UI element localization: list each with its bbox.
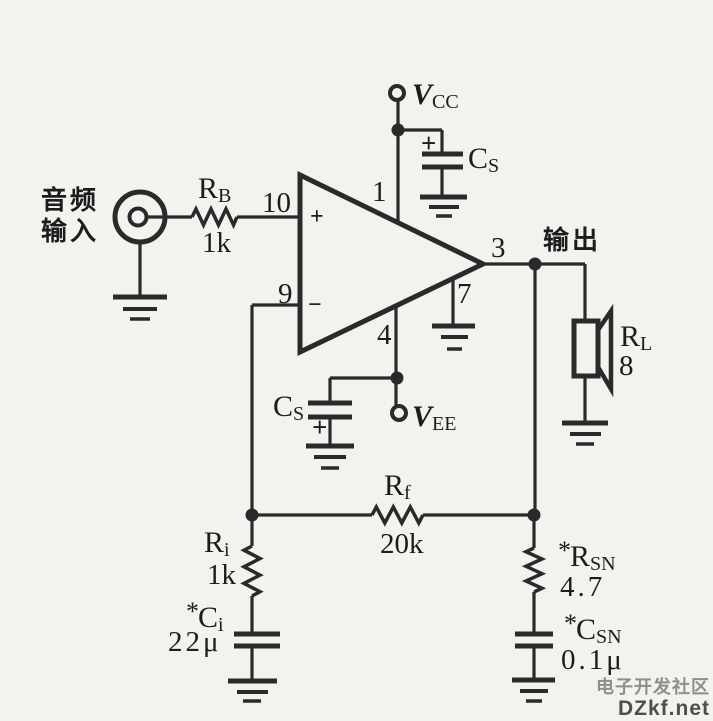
capacitor-ci-icon (234, 631, 280, 649)
wire (138, 101, 587, 680)
ri-label: Ri (204, 526, 230, 561)
audio-input-label: 音频 输入 (41, 185, 100, 246)
ground-icon-cs-bottom (306, 443, 354, 470)
resistor-rsn-icon (521, 546, 547, 594)
ci-label: *Ci (186, 597, 224, 636)
rl-label: RL (620, 320, 653, 355)
ri-value: 1k (207, 559, 236, 591)
capacitor-csn-icon (515, 631, 553, 649)
ground-icon-pin7 (432, 323, 475, 351)
rsn-label: *RSN (558, 536, 616, 575)
opamp-minus-sign: − (308, 292, 322, 318)
opamp-plus-sign: + (310, 204, 324, 230)
cs-top-label: CS (468, 142, 500, 177)
pin10-label: 10 (262, 187, 291, 219)
pin7-label: 7 (457, 278, 472, 310)
rl-value: 8 (619, 350, 634, 382)
capacitor-cs-top-icon (422, 151, 463, 170)
ground-icon-speaker (562, 420, 608, 446)
resistor-rb-icon (190, 204, 239, 230)
ground-icon-ci (228, 678, 277, 703)
speaker-icon (571, 303, 614, 398)
watermark-site-logo: DZkf.net (618, 697, 710, 720)
vee-label: VEE (412, 400, 457, 435)
ground-icon-cs-top (420, 194, 467, 218)
pin9-label: 9 (278, 278, 293, 310)
pin1-label: 1 (372, 176, 387, 208)
csn-label: *CSN (564, 609, 622, 648)
vee-terminal-icon (390, 404, 408, 422)
pin4-label: 4 (377, 319, 392, 351)
output-label: 输出 (543, 225, 602, 255)
ground-icon-input (113, 294, 167, 321)
csn-value: 0.1μ (561, 644, 625, 676)
resistor-rf-icon (370, 503, 425, 527)
resistor-ri-icon (240, 544, 264, 598)
rca-connector-icon (112, 189, 168, 245)
vcc-terminal-icon (388, 84, 406, 102)
watermark-site-name: 电子开发社区 (596, 677, 710, 697)
cs-bottom-label: CS (273, 390, 305, 425)
cs-bottom-polarity: + (312, 412, 328, 442)
rf-label: Rf (384, 469, 411, 504)
rb-label: RB (198, 172, 232, 207)
rb-value: 1k (202, 227, 231, 259)
ci-value: 22μ (168, 626, 222, 658)
rsn-value: 4.7 (560, 571, 606, 603)
opamp-triangle (297, 171, 489, 356)
capacitor-cs-bottom-icon (308, 400, 352, 420)
vcc-label: VCC (412, 78, 459, 113)
ground-icon-csn (512, 677, 555, 703)
junction-dots (245, 123, 542, 522)
cs-top-polarity: + (421, 128, 437, 158)
rf-value: 20k (380, 528, 424, 560)
pin3-label: 3 (491, 232, 506, 264)
